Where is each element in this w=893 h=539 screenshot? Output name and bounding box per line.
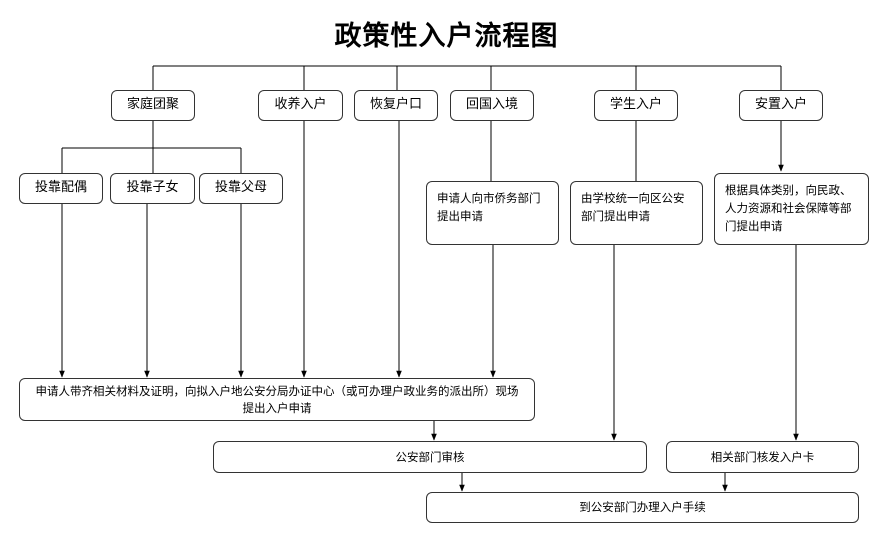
police-review-box: 公安部门审核 [213, 441, 647, 473]
student-apply-box: 由学校统一向区公安部门提出申请 [570, 181, 703, 245]
return-apply-box: 申请人向市侨务部门提出申请 [426, 181, 559, 245]
page-title: 政策性入户流程图 [334, 21, 559, 52]
placement-box: 安置入户 [739, 90, 823, 121]
family-reunion-box: 家庭团聚 [111, 90, 195, 121]
placement-apply-box: 根据具体类别，向民政、人力资源和社会保障等部门提出申请 [714, 173, 869, 245]
return-entry-box: 回国入境 [450, 90, 534, 121]
issue-card-box: 相关部门核发入户卡 [666, 441, 859, 473]
join-child-box: 投靠子女 [110, 173, 195, 204]
final-procedure-box: 到公安部门办理入户手续 [426, 492, 859, 523]
restore-household-box: 恢复户口 [354, 90, 438, 121]
student-box: 学生入户 [594, 90, 678, 121]
submit-application-box: 申请人带齐相关材料及证明，向拟入户地公安分局办证中心（或可办理户政业务的派出所）… [19, 378, 535, 421]
join-spouse-box: 投靠配偶 [19, 173, 103, 204]
join-parent-box: 投靠父母 [199, 173, 283, 204]
adoption-box: 收养入户 [258, 90, 343, 121]
